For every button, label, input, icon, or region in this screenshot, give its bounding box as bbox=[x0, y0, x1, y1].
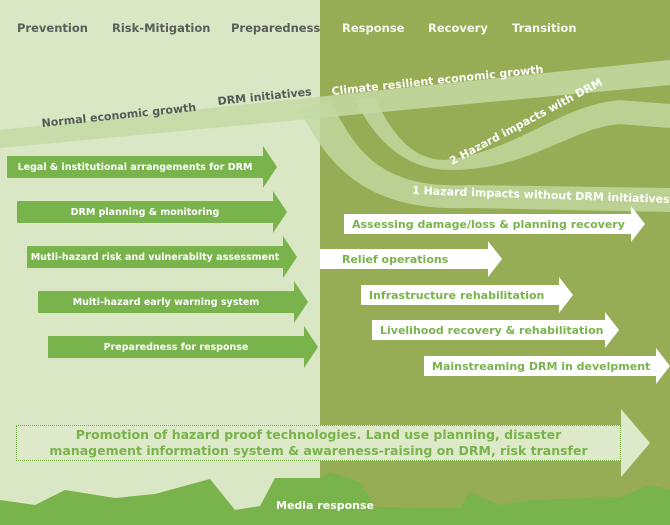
phase-risk-mitigation: Risk-Mitigation bbox=[112, 21, 211, 35]
growth-band bbox=[0, 60, 670, 148]
hazard-curve-without-drm bbox=[300, 100, 670, 212]
arrow-head bbox=[488, 241, 502, 277]
media-response-label: Media response bbox=[276, 499, 375, 512]
arrow-label: Assessing damage/loss & planning recover… bbox=[344, 214, 631, 234]
hazard-curve-with-drm bbox=[355, 98, 670, 170]
cross-cutting-text: Promotion of hazard proof technologies. … bbox=[16, 427, 621, 459]
arrow-label: Relief operations bbox=[320, 249, 488, 269]
arrow-label: Mainstreaming DRM in develpment bbox=[424, 356, 656, 376]
arrow-label: Legal & institutional arrangements for D… bbox=[7, 156, 263, 178]
cross-cutting-arrow-body bbox=[16, 425, 621, 461]
phase-preparedness: Preparedness bbox=[231, 21, 321, 35]
arrow-head bbox=[656, 348, 670, 384]
cross-cutting-line-2: management information system & awarenes… bbox=[49, 443, 588, 458]
arrow-head bbox=[283, 236, 297, 278]
phase-response: Response bbox=[342, 21, 405, 35]
phase-prevention: Prevention bbox=[17, 21, 88, 35]
arrow-head bbox=[263, 146, 277, 188]
cross-cutting-line-1: Promotion of hazard proof technologies. … bbox=[75, 427, 562, 442]
arrow-head bbox=[273, 191, 287, 233]
arrow-head bbox=[559, 277, 573, 313]
phase-transition: Transition bbox=[512, 21, 577, 35]
phase-recovery: Recovery bbox=[428, 21, 488, 35]
arrow-head bbox=[631, 206, 645, 242]
arrow-head bbox=[605, 312, 619, 348]
cross-cutting-arrow-head bbox=[621, 409, 650, 477]
arrow-head bbox=[304, 326, 318, 368]
arrow-head bbox=[294, 281, 308, 323]
arrow-label: DRM planning & monitoring bbox=[17, 201, 273, 223]
media-response-terrain bbox=[0, 472, 670, 525]
arrow-label: Livelihood recovery & rehabilitation bbox=[372, 320, 605, 340]
arrow-label: Infrastructure rehabilitation bbox=[361, 285, 559, 305]
arrow-label: Multi-hazard early warning system bbox=[38, 291, 294, 313]
arrow-label: Mutli-hazard risk and vulnerabilty asses… bbox=[27, 246, 283, 268]
arrow-label: Preparedness for response bbox=[48, 336, 304, 358]
